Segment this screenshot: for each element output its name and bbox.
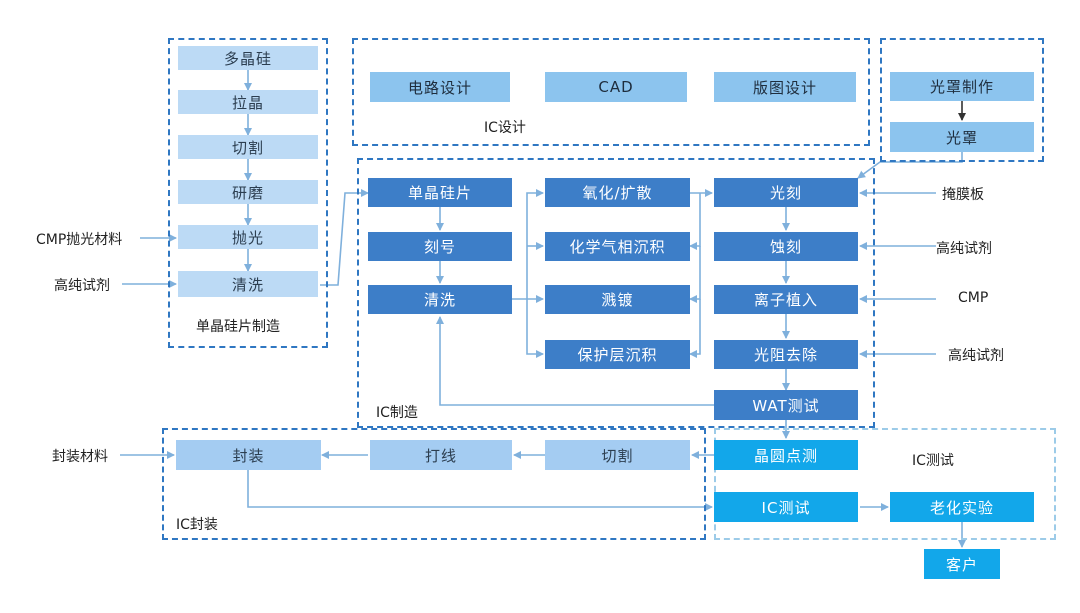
test-step-customer: 客户	[924, 549, 1000, 579]
fab-step-sputtering: 溅镀	[545, 285, 690, 314]
fab-step-marking: 刻号	[368, 232, 512, 261]
fab-step-wafer: 单晶硅片	[368, 178, 512, 207]
mask-step-photomask: 光罩	[890, 122, 1034, 152]
wafer-step-grinding: 研磨	[178, 180, 318, 204]
pack-step-wire-bonding: 打线	[370, 440, 512, 470]
design-step-layout: 版图设计	[714, 72, 856, 102]
packaging-group-title: IC封装	[176, 517, 218, 533]
wafer-step-polysilicon: 多晶硅	[178, 46, 318, 70]
fab-step-cvd: 化学气相沉积	[545, 232, 690, 261]
fab-step-passivation: 保护层沉积	[545, 340, 690, 369]
packaging-group-frame	[162, 428, 706, 540]
pack-step-packaging: 封装	[176, 440, 321, 470]
input-package-material: 封装材料	[52, 449, 108, 465]
input-high-purity-reagent-3: 高纯试剂	[948, 348, 1004, 364]
input-high-purity-reagent-1: 高纯试剂	[54, 278, 110, 294]
test-step-wafer-probe: 晶圆点测	[714, 440, 858, 470]
fab-step-photoresist-removal: 光阻去除	[714, 340, 858, 369]
fab-step-lithography: 光刻	[714, 178, 858, 207]
pack-step-dicing: 切割	[545, 440, 690, 470]
wafer-step-cleaning: 清洗	[178, 271, 318, 297]
design-step-cad: CAD	[545, 72, 687, 102]
input-cmp: CMP	[958, 290, 989, 306]
fab-step-etching: 蚀刻	[714, 232, 858, 261]
input-cmp-material: CMP抛光材料	[36, 232, 123, 248]
fab-group-frame	[357, 158, 875, 428]
fab-group-title: IC制造	[376, 405, 418, 421]
input-photomask-blank: 掩膜板	[942, 187, 984, 203]
wafer-step-slicing: 切割	[178, 135, 318, 159]
design-group-title: IC设计	[484, 120, 526, 136]
wafer-step-polishing: 抛光	[178, 225, 318, 249]
fab-step-oxidation-diffusion: 氧化/扩散	[545, 178, 690, 207]
wafer-group-title: 单晶硅片制造	[196, 319, 280, 335]
fab-step-ion-implantation: 离子植入	[714, 285, 858, 314]
fab-step-cleaning: 清洗	[368, 285, 512, 314]
wafer-step-crystal-pulling: 拉晶	[178, 90, 318, 114]
wafer-group-frame	[168, 38, 328, 348]
design-step-circuit: 电路设计	[370, 72, 510, 102]
mask-group-frame	[880, 38, 1044, 162]
fab-step-wat-test: WAT测试	[714, 390, 858, 420]
testing-group-title: IC测试	[912, 453, 954, 469]
input-high-purity-reagent-2: 高纯试剂	[936, 241, 992, 257]
mask-step-making: 光罩制作	[890, 72, 1034, 101]
design-group-frame	[352, 38, 870, 146]
test-step-ic-test: IC测试	[714, 492, 858, 522]
testing-group-frame	[714, 428, 1056, 540]
test-step-burn-in: 老化实验	[890, 492, 1034, 522]
